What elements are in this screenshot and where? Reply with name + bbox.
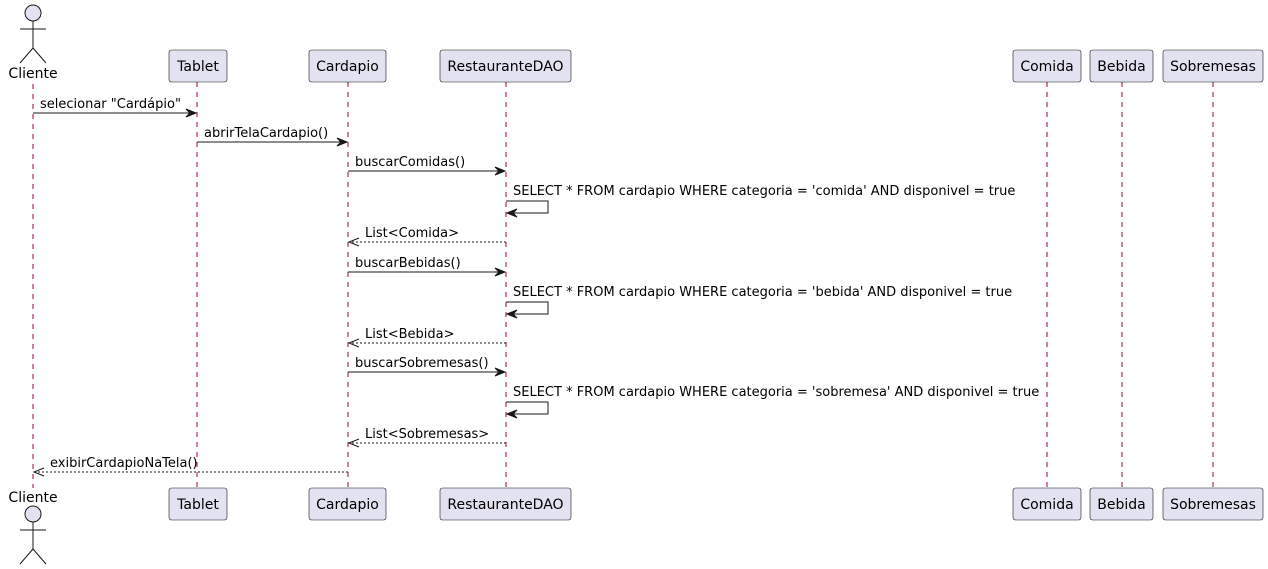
participant-label: Bebida xyxy=(1097,497,1145,513)
participant-box xyxy=(1162,49,1264,83)
arrowhead xyxy=(494,166,507,176)
message-11: List<Sobremesas> xyxy=(347,427,506,448)
self-message-line xyxy=(506,200,549,214)
message-label: buscarComidas() xyxy=(355,155,465,170)
participant-top-cardapio: Cardapio xyxy=(308,49,387,83)
arrowhead xyxy=(185,108,198,118)
participant-top-bebida: Bebida xyxy=(1089,49,1154,83)
participant-box xyxy=(1162,487,1264,521)
message-3: buscarComidas() xyxy=(348,155,507,176)
actor-leg-left xyxy=(19,548,34,565)
participant-label: Comida xyxy=(1020,59,1073,75)
message-label: buscarSobremesas() xyxy=(355,356,489,371)
self-message-line xyxy=(506,401,549,415)
message-7: SELECT * FROM cardapio WHERE categoria =… xyxy=(505,285,1012,319)
arrowhead xyxy=(505,309,518,319)
participant-label: Sobremesas xyxy=(1170,59,1256,75)
actor-leg-right xyxy=(32,548,47,565)
arrowhead xyxy=(505,208,518,218)
message-2: abrirTelaCardapio() xyxy=(197,126,349,147)
actor-head xyxy=(24,4,42,22)
participant-box xyxy=(168,49,228,83)
actor-head xyxy=(24,505,42,523)
participant-box xyxy=(1012,487,1082,521)
arrowhead xyxy=(494,367,507,377)
participant-label: RestauranteDAO xyxy=(447,59,563,75)
message-label: List<Sobremesas> xyxy=(365,427,489,442)
arrowhead xyxy=(494,267,507,277)
message-label: SELECT * FROM cardapio WHERE categoria =… xyxy=(513,184,1015,199)
message-9: buscarSobremesas() xyxy=(348,356,507,377)
arrowhead xyxy=(336,137,349,147)
participant-top-sobremesas: Sobremesas xyxy=(1162,49,1264,83)
message-label: List<Comida> xyxy=(365,226,459,241)
participant-label: Comida xyxy=(1020,497,1073,513)
participant-box xyxy=(439,49,572,83)
participant-label: Cardapio xyxy=(316,59,379,75)
self-message-line xyxy=(506,301,549,315)
actor-figure-top-cliente xyxy=(19,4,47,64)
participant-bottom-dao: RestauranteDAO xyxy=(439,487,572,521)
actor-label-bottom-cliente: Cliente xyxy=(8,490,57,506)
message-label: List<Bebida> xyxy=(365,327,455,342)
arrowhead xyxy=(347,438,360,448)
message-6: buscarBebidas() xyxy=(348,256,507,277)
arrowhead xyxy=(347,237,360,247)
message-1: selecionar "Cardápio" xyxy=(33,97,198,118)
participant-bottom-comida: Comida xyxy=(1012,487,1082,521)
message-12: exibirCardapioNaTela() xyxy=(32,456,348,477)
participant-box xyxy=(308,49,387,83)
participant-label: RestauranteDAO xyxy=(447,497,563,513)
participant-bottom-bebida: Bebida xyxy=(1089,487,1154,521)
actor-figure-bottom-cliente xyxy=(19,505,47,565)
arrowhead xyxy=(347,338,360,348)
arrowhead xyxy=(505,409,518,419)
actor-leg-left xyxy=(19,47,34,64)
message-10: SELECT * FROM cardapio WHERE categoria =… xyxy=(505,385,1039,419)
arrowhead xyxy=(32,467,45,477)
participant-label: Cardapio xyxy=(316,497,379,513)
message-label: abrirTelaCardapio() xyxy=(204,126,328,141)
message-label: SELECT * FROM cardapio WHERE categoria =… xyxy=(513,285,1012,300)
message-5: List<Comida> xyxy=(347,226,506,247)
participant-bottom-tablet: Tablet xyxy=(168,487,228,521)
participant-label: Tablet xyxy=(176,497,219,513)
participant-bottom-sobremesas: Sobremesas xyxy=(1162,487,1264,521)
participant-top-tablet: Tablet xyxy=(168,49,228,83)
participant-box xyxy=(308,487,387,521)
actor-leg-right xyxy=(32,47,47,64)
participant-box xyxy=(1012,49,1082,83)
participant-label: Bebida xyxy=(1097,59,1145,75)
message-label: exibirCardapioNaTela() xyxy=(50,456,198,471)
message-4: SELECT * FROM cardapio WHERE categoria =… xyxy=(505,184,1015,218)
participant-bottom-cardapio: Cardapio xyxy=(308,487,387,521)
actor-label-top-cliente: Cliente xyxy=(8,66,57,82)
message-label: buscarBebidas() xyxy=(355,256,461,271)
participant-label: Tablet xyxy=(176,59,219,75)
participant-label: Sobremesas xyxy=(1170,497,1256,513)
participant-box xyxy=(168,487,228,521)
participant-box xyxy=(1089,487,1154,521)
participant-box xyxy=(1089,49,1154,83)
message-label: selecionar "Cardápio" xyxy=(40,97,181,112)
message-label: SELECT * FROM cardapio WHERE categoria =… xyxy=(513,385,1039,400)
participant-box xyxy=(439,487,572,521)
participant-top-comida: Comida xyxy=(1012,49,1082,83)
participant-top-dao: RestauranteDAO xyxy=(439,49,572,83)
message-8: List<Bebida> xyxy=(347,327,506,348)
